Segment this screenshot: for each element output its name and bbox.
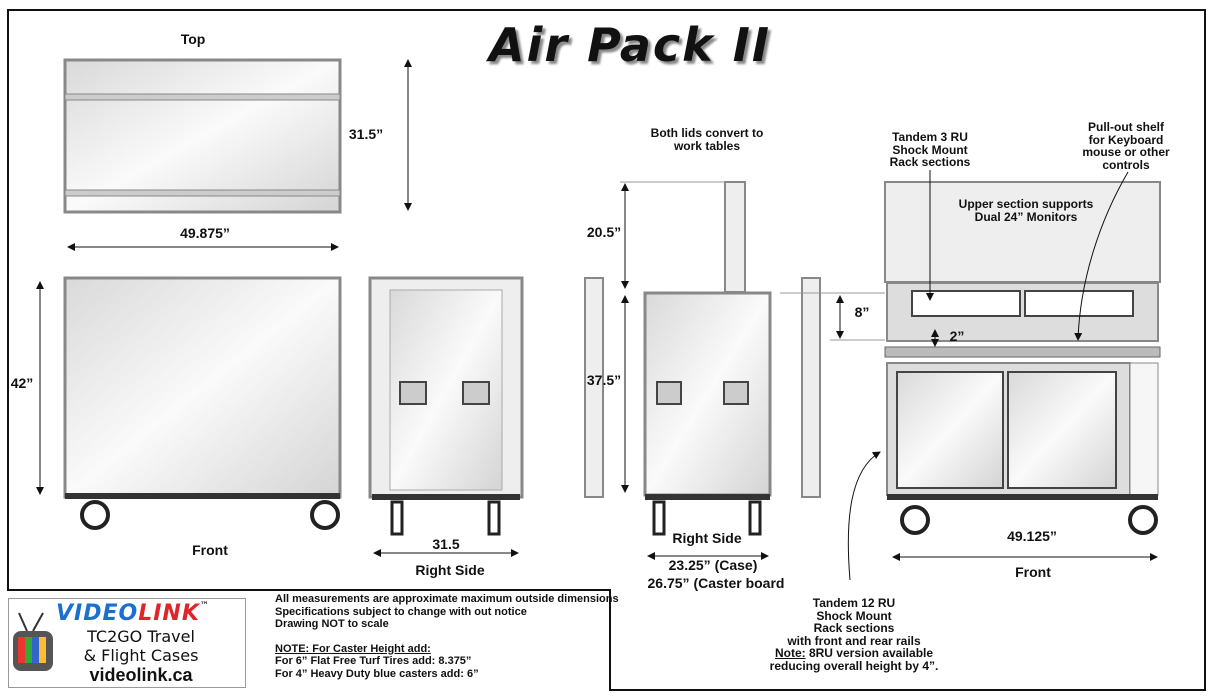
open-side-drawing <box>584 181 821 536</box>
note-line: mouse or other <box>1082 145 1170 159</box>
caster-depth-dimension: 26.75” (Caster board <box>647 575 785 591</box>
case-height-dimension: 37.5” <box>586 372 622 388</box>
side-width-dimension: 31.5 <box>432 536 460 552</box>
note-line: Rack sections <box>813 621 895 635</box>
case-depth-dimension: 23.25” (Case) <box>668 557 758 573</box>
shelf-gap-dimension: 2” <box>949 328 965 344</box>
page-border <box>7 9 1206 691</box>
note-line: for Keyboard <box>1088 132 1164 147</box>
right-side-drawing <box>368 276 524 536</box>
note-line: controls <box>1102 157 1150 172</box>
note-line: All measurements are approximate maximum… <box>275 593 619 605</box>
right-side-label: Right Side <box>415 562 485 578</box>
logo-tagline: & Flight Cases <box>83 646 199 665</box>
lid-height-dimension: 20.5” <box>586 224 622 240</box>
front-width-dimension: 49.125” <box>1007 528 1057 544</box>
note-line: Upper section supports <box>958 197 1094 211</box>
note-line: Both lids convert to <box>650 126 764 140</box>
logo-url: videolink.ca <box>89 665 193 685</box>
open-side-label: Right Side <box>672 530 742 546</box>
note-line: reducing overall height by 4”. <box>769 658 939 673</box>
note-line: work tables <box>673 138 741 153</box>
note-line: Specifications subject to change with ou… <box>275 605 527 618</box>
note-line: For 4” Heavy Duty blue casters add: 6” <box>275 667 479 680</box>
open-front-drawing <box>884 181 1161 535</box>
note-line: Tandem 12 RU <box>812 596 896 610</box>
front-height-dimension: 42” <box>10 375 34 391</box>
tv-icon <box>13 612 53 671</box>
note-line: Tandem 3 RU <box>892 130 968 144</box>
note-line: Drawing NOT to scale <box>275 618 389 630</box>
videolink-logo: VIDEOLINK™ TC2GO Travel & Flight Cases v… <box>8 598 246 688</box>
caster-note-heading: NOTE: For Caster Height add: <box>275 642 431 655</box>
note-label: Note: <box>774 646 806 660</box>
front-view-label: Front <box>192 542 228 558</box>
general-notes: All measurements are approximate maximum… <box>275 593 619 680</box>
logo-tagline: TC2GO Travel <box>87 627 195 646</box>
callout-arrow <box>1074 171 1129 341</box>
open-front-label: Front <box>1015 564 1051 580</box>
top-depth-dimension: 31.5” <box>348 126 384 142</box>
note-line: For 6” Flat Free Turf Tires add: 8.375” <box>275 655 472 667</box>
note-line: Shock Mount <box>892 142 968 157</box>
top-view-drawing <box>63 58 342 214</box>
note-line: with front and rear rails <box>787 633 921 648</box>
top-view-label: Top <box>180 31 206 47</box>
front-view-drawing <box>63 276 342 530</box>
rack-height-dimension: 8” <box>854 304 870 320</box>
note-line: Shock Mount <box>816 608 892 623</box>
callout-arrow <box>847 451 881 581</box>
page-title: Air Pack II <box>489 18 771 72</box>
note-line: Dual 24” Monitors <box>974 209 1078 224</box>
note-line: Pull-out shelf <box>1087 120 1164 134</box>
videolink-brand: VIDEOLINK™ <box>56 601 210 626</box>
note-line: 8RU version available <box>805 646 934 660</box>
top-width-dimension: 49.875” <box>180 225 230 241</box>
note-line: Rack sections <box>889 155 971 169</box>
